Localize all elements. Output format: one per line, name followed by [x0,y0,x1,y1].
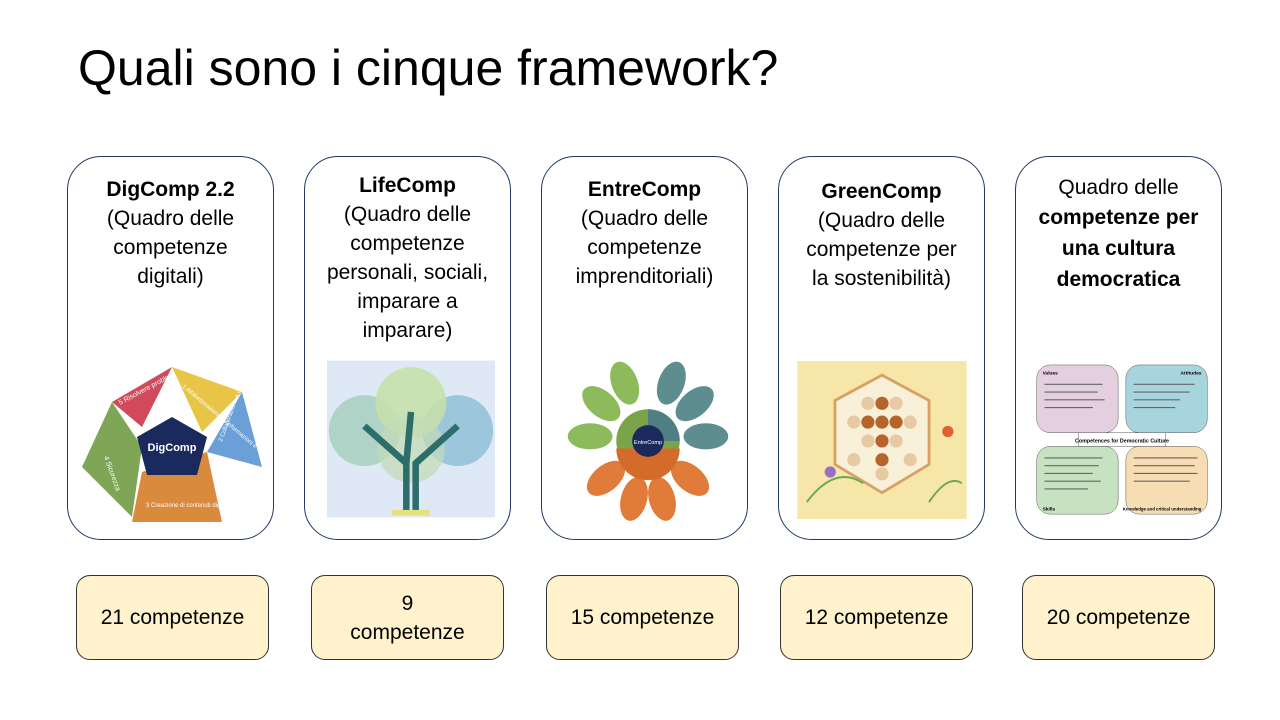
slide-title: Quali sono i cinque framework? [78,40,779,96]
competence-count-lifecomp: 9 competenze [311,575,504,660]
greencomp-honeycomb-image [797,361,967,519]
framework-card-lifecomp: LifeComp (Quadro delle competenze person… [304,156,511,540]
count-label: 15 competenze [570,606,715,629]
framework-card-entrecomp: EntreComp (Quadro delle competenze impre… [541,156,748,540]
flower-center-label: EntreComp [634,440,662,446]
competence-count-democratic-culture: 20 competenze [1022,575,1215,660]
framework-name: DigComp 2.2 [106,178,235,201]
count-label: 20 competenze [1046,606,1191,629]
diagram-center-label: Competences for Democratic Culture [1075,438,1169,444]
framework-name: competenze per una cultura democratica [1038,206,1199,291]
count-label: 21 competenze [100,606,245,629]
framework-card-democratic-culture: Quadro delle competenze per una cultura … [1015,156,1222,540]
framework-card-greencomp: GreenComp (Quadro delle competenze per l… [778,156,985,540]
count-label: 12 competenze [804,606,949,629]
framework-name: GreenComp [821,180,942,203]
wheel-segment-3: 3 Creazione di contenuti digitali [146,503,229,509]
framework-description: (Quadro delle competenze digitali) [106,207,235,288]
entrecomp-flower-image: EntreComp [567,361,729,521]
framework-description: (Quadro delle competenze personali, soci… [326,203,489,342]
digcomp-wheel-image: DigComp 5 Risolvere problemi 1 Alfabetiz… [82,357,262,522]
count-label: 9 competenze [350,591,465,644]
framework-description: (Quadro delle competenze imprenditoriali… [575,207,714,288]
competence-count-entrecomp: 15 competenze [546,575,739,660]
framework-card-digcomp: DigComp 2.2 (Quadro delle competenze dig… [67,156,274,540]
framework-name: EntreComp [587,178,702,201]
diagram-values-label: Values [1043,371,1059,377]
democratic-culture-butterfly-image: Competences for Democratic Culture Value… [1036,364,1208,515]
framework-prefix: Quadro delle [1058,176,1179,199]
framework-name: LifeComp [359,174,456,197]
diagram-skills-label: Skills [1043,506,1056,512]
wheel-center-label: DigComp [148,442,197,454]
lifecomp-tree-image [327,360,495,518]
framework-description: (Quadro delle competenze per la sostenib… [806,209,957,290]
diagram-knowledge-label: Knowledge and critical understanding [1123,506,1202,511]
competence-count-greencomp: 12 competenze [780,575,973,660]
competence-count-digcomp: 21 competenze [76,575,269,660]
diagram-attitudes-label: Attitudes [1181,371,1202,377]
